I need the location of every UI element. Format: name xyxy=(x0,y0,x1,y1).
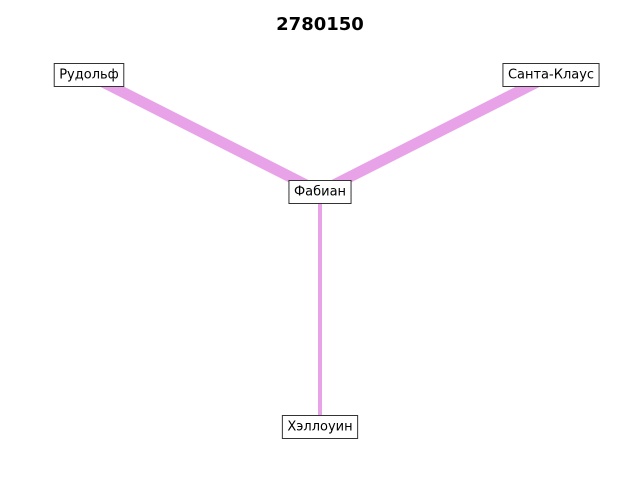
node-box xyxy=(288,180,352,204)
node-label: Фабиан xyxy=(294,185,346,200)
edges-layer xyxy=(86,70,554,427)
edge-rudolf-fabian xyxy=(86,70,323,197)
node-label: Санта-Клаус xyxy=(508,68,594,83)
node-box xyxy=(53,63,125,87)
node-label: Хэллоуин xyxy=(287,420,352,435)
node-santa: Санта-Клаус xyxy=(502,63,600,87)
node-rudolf: Рудольф xyxy=(53,63,125,87)
node-halloween: Хэллоуин xyxy=(281,415,359,439)
node-box xyxy=(281,415,359,439)
node-box xyxy=(502,63,600,87)
node-label: Рудольф xyxy=(59,68,119,83)
node-fabian: Фабиан xyxy=(288,180,352,204)
edge-santa-fabian xyxy=(317,70,554,197)
diagram-title: 2780150 xyxy=(276,14,364,35)
